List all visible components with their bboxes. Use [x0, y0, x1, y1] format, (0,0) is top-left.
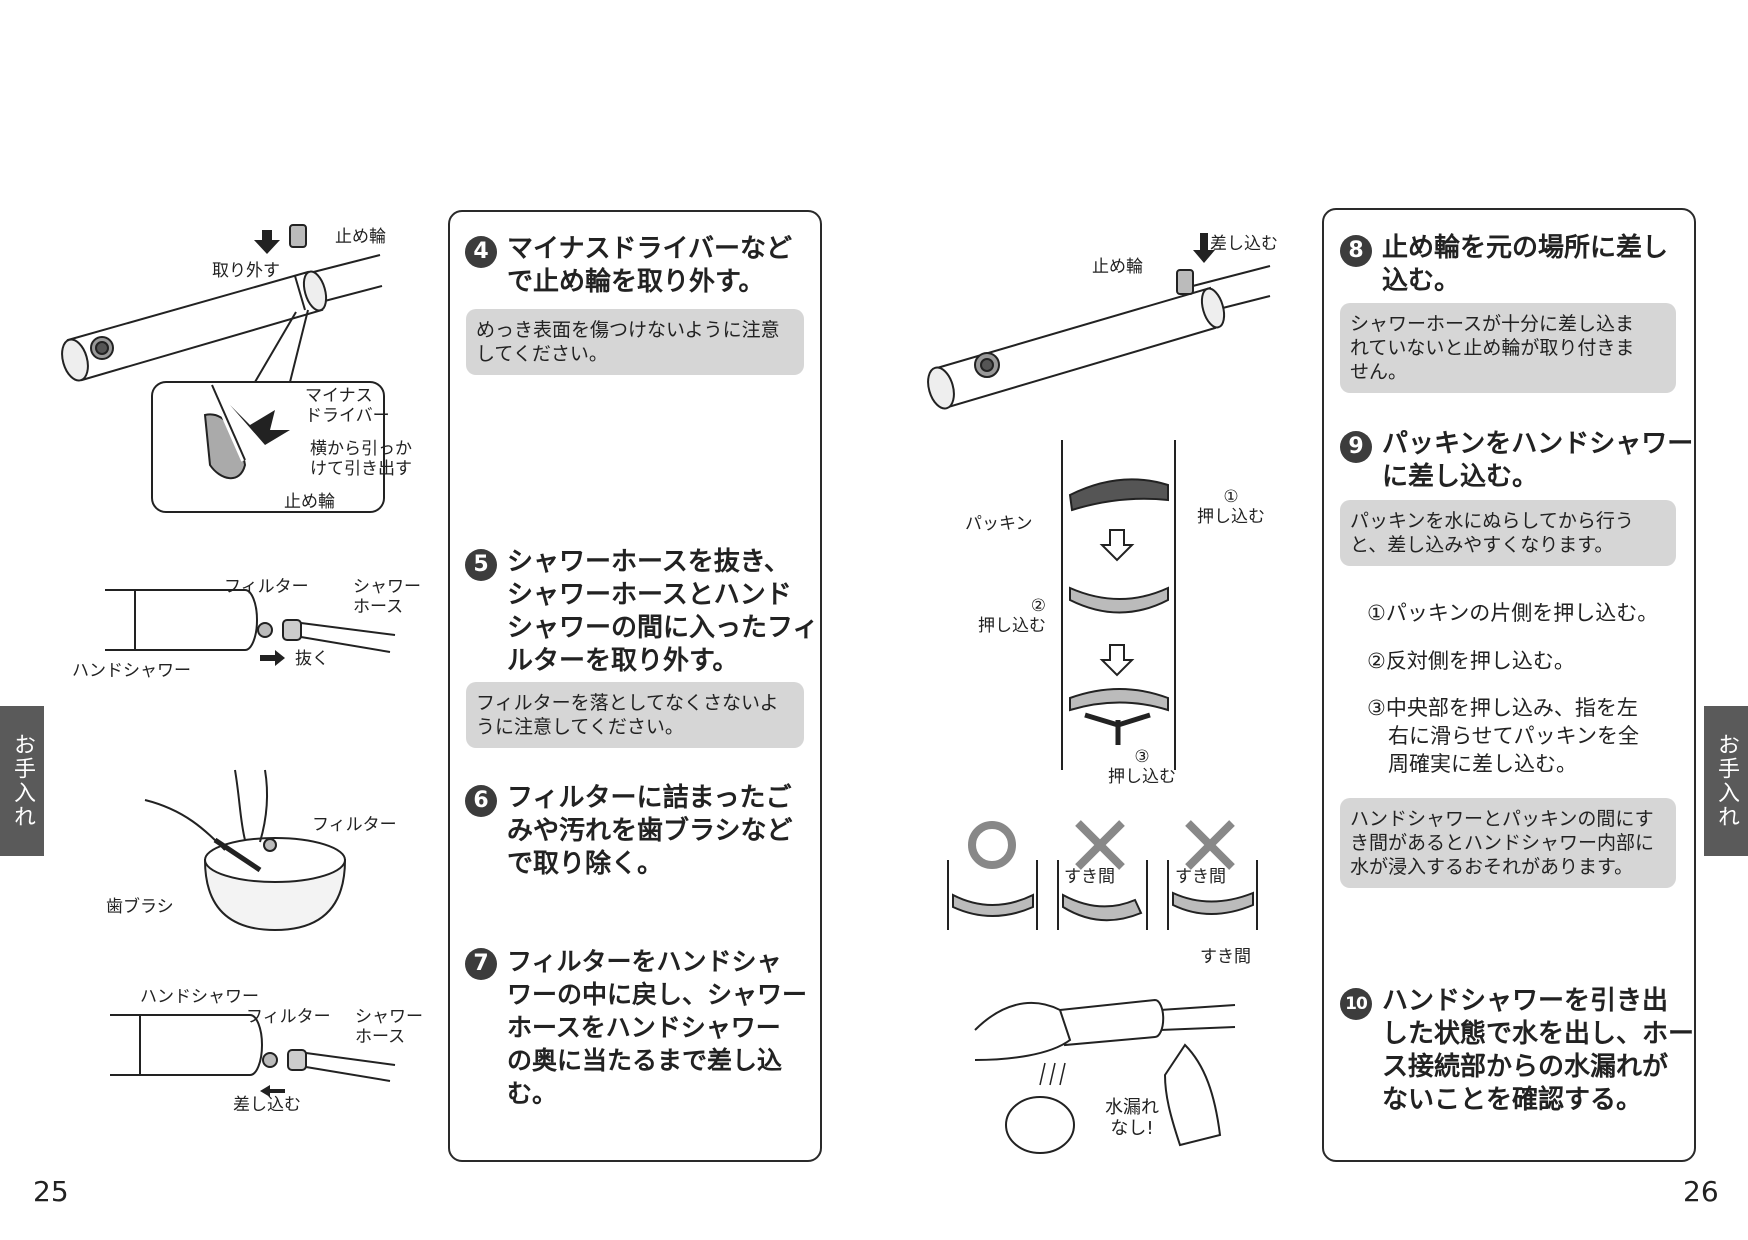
label-hose-2: シャワー ホース — [355, 1007, 423, 1047]
label-hose-1: シャワー ホース — [353, 577, 421, 617]
fig-packing-examples — [947, 820, 1258, 930]
step-9-substep-1: ①パッキンの片側を押し込む。 — [1367, 601, 1659, 625]
fig-leak-check — [974, 998, 1236, 1154]
label-filter-3: フィルター — [246, 1007, 331, 1027]
left-side-tab-label: お手入れ — [10, 733, 35, 829]
label-push-3: ③ 押し込む — [1108, 747, 1176, 787]
fig-pull-hose — [105, 589, 396, 666]
label-stop-ring-right: 止め輪 — [1092, 257, 1143, 277]
label-push-2: ② 押し込む — [978, 596, 1046, 636]
step-8-note: シャワーホースが十分に差し込ま れていないと止め輪が取り付きま せん。 — [1340, 303, 1676, 393]
fig-remove-stop-ring — [61, 224, 385, 513]
label-packing: パッキン — [965, 514, 1033, 534]
step-6-text: フィルターに詰まったご みや汚れを歯ブラシなど で取り除く。 — [507, 783, 793, 879]
step-9-text: パッキンをハンドシャワー に差し込む。 — [1382, 429, 1694, 492]
label-push-1: ① 押し込む — [1197, 487, 1265, 527]
step-9-number: 9 — [1340, 431, 1372, 463]
step-7-number: 7 — [465, 948, 497, 980]
fig-insert-hose — [110, 1014, 396, 1097]
step-4-number: 4 — [465, 236, 497, 268]
left-page-number: 25 — [33, 1175, 69, 1208]
label-remove: 取り外す — [212, 261, 280, 281]
label-toothbrush: 歯ブラシ — [106, 897, 174, 917]
fig-insert-stop-ring — [927, 233, 1271, 410]
label-insert-2: 差し込む — [1210, 234, 1278, 254]
step-7-text: フィルターをハンドシャ ワーの中に戻し、シャワー ホースをハンドシャワー の奥に… — [507, 947, 808, 1108]
step-9-substep-2: ②反対側を押し込む。 — [1367, 649, 1575, 673]
label-filter-1: フィルター — [224, 577, 309, 597]
label-gap-2: すき間 — [1175, 867, 1226, 887]
label-pull-side: 横から引っか けて引き出す — [310, 439, 412, 479]
label-gap-1: すき間 — [1064, 867, 1115, 887]
step-9-substep-3: ③中央部を押し込み、指を左 右に滑らせてパッキンを全 周確実に差し込む。 — [1367, 696, 1639, 776]
step-9-caution: ハンドシャワーとパッキンの間にす き間があるとハンドシャワー内部に 水が浸入する… — [1340, 798, 1676, 888]
label-hand-shower-2: ハンドシャワー — [140, 987, 259, 1007]
fig-packing-steps — [1061, 440, 1176, 770]
step-6-number: 6 — [465, 785, 497, 817]
right-page-number: 26 — [1683, 1175, 1719, 1208]
label-filter-2: フィルター — [312, 815, 397, 835]
right-side-tab-label: お手入れ — [1714, 733, 1739, 829]
label-stop-ring-top: 止め輪 — [335, 227, 386, 247]
step-10-text: ハンドシャワーを引き出 した状態で水を出し、ホー ス接続部からの水漏れが ないこ… — [1382, 986, 1695, 1115]
step-4-text: マイナスドライバーなど で止め輪を取り外す。 — [507, 234, 792, 297]
step-8-number: 8 — [1340, 235, 1372, 267]
step-10-number: 10 — [1340, 988, 1372, 1020]
label-stop-ring-detail: 止め輪 — [284, 492, 335, 512]
label-hand-shower-1: ハンドシャワー — [72, 661, 191, 681]
step-8-text: 止め輪を元の場所に差し 込む。 — [1382, 233, 1669, 296]
step-5-text: シャワーホースを抜き、 シャワーホースとハンド シャワーの間に入ったフィ ルター… — [507, 547, 819, 676]
right-side-tab: お手入れ — [1704, 706, 1748, 856]
step-9-note: パッキンを水にぬらしてから行う と、差し込みやすくなります。 — [1340, 500, 1676, 566]
label-pull-out: 抜く — [295, 649, 329, 669]
label-gap-3: すき間 — [1200, 947, 1251, 967]
label-driver: マイナス ドライバー — [305, 386, 390, 426]
label-no-leak: 水漏れ なし! — [1105, 1097, 1159, 1139]
fig-clean-filter — [144, 769, 347, 932]
step-5-number: 5 — [465, 549, 497, 581]
label-insert-1: 差し込む — [233, 1095, 301, 1115]
left-side-tab: お手入れ — [0, 706, 44, 856]
step-4-note: めっき表面を傷つけないように注意 してください。 — [466, 309, 804, 375]
step-5-note: フィルターを落としてなくさないよ うに注意してください。 — [466, 682, 804, 748]
